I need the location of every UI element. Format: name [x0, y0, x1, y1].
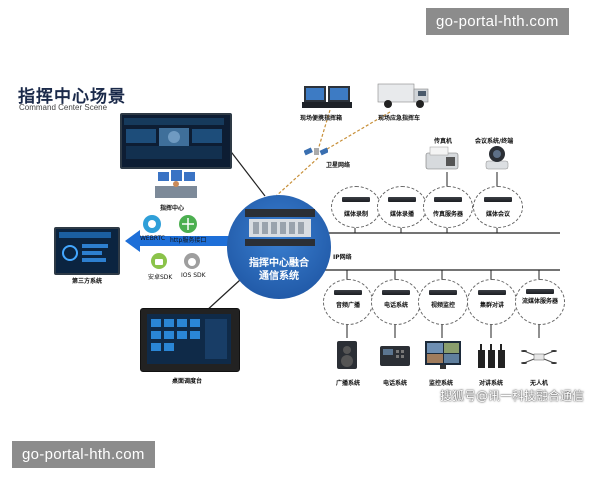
node-video-surveillance: 视频监控	[418, 279, 468, 325]
core-line-2: 通信系统	[259, 271, 299, 282]
http-icon	[179, 215, 197, 233]
desk-phone-icon	[380, 346, 410, 366]
ip-network-label: IP网络	[333, 254, 352, 261]
phone-system-label: 电话系统	[383, 380, 408, 387]
desktop-console-label: 桌面调度台	[172, 378, 203, 385]
walkie-talkie-icon	[478, 344, 505, 368]
node-audio-broadcast: 音频广播	[323, 279, 373, 325]
ios-icon	[184, 253, 200, 269]
node-trunked-radio: 集群对讲	[467, 279, 517, 325]
android-icon	[151, 253, 167, 269]
fax-machine-icon	[425, 146, 459, 170]
node-phone-system: 电话系统	[371, 279, 421, 325]
third-party-monitor	[54, 227, 120, 275]
core-server-icon	[245, 209, 315, 246]
node-label: 视频监控	[430, 302, 455, 309]
command-display-wall	[120, 113, 232, 169]
scene-title: 指挥中心场景	[18, 87, 126, 107]
arrow-to-third-party	[125, 230, 240, 252]
core-line-1: 指挥中心融合	[249, 258, 309, 269]
node-fax-server: 传真服务器	[423, 186, 473, 228]
conference-terminal-label: 会议系统/终端	[475, 138, 514, 145]
node-label: 音频广播	[335, 302, 360, 309]
surveillance-system-label: 监控系统	[429, 380, 454, 387]
link-console	[204, 279, 241, 313]
node-media-recording: 媒体录制	[331, 186, 381, 228]
node-label: 流媒体服务器	[521, 298, 558, 305]
footer-caption: 搜狐号@讯一科技融合通信	[440, 389, 585, 403]
core-system-circle: 指挥中心融合 通信系统	[227, 195, 331, 299]
portable-box-label: 现场便携指挥箱	[300, 115, 343, 122]
conference-camera-icon	[485, 146, 509, 170]
node-streaming-server: 流媒体服务器	[515, 279, 565, 325]
node-media-conference: 媒体会议	[473, 186, 523, 228]
desktop-console	[140, 308, 240, 372]
watermark-bottom: go-portal-hth.com	[12, 441, 155, 468]
ios-sdk-label: IOS SDK	[181, 272, 206, 279]
fax-label: 传真机	[434, 138, 453, 145]
node-label: 媒体录制	[343, 211, 368, 218]
satellite-link-vehicle	[321, 111, 391, 153]
vehicle-label: 现场应急指挥车	[378, 115, 421, 122]
satellite-icon	[304, 147, 328, 156]
speaker-icon	[337, 341, 357, 369]
webrtc-icon	[143, 215, 161, 233]
webrtc-label: WEBRTC	[140, 235, 166, 242]
node-label: 媒体会议	[485, 211, 510, 218]
surveillance-monitor-icon	[425, 341, 461, 369]
radio-system-label: 对讲系统	[479, 380, 504, 387]
broadcast-system-label: 广播系统	[336, 380, 361, 387]
http-label: http服务接口	[170, 237, 207, 244]
node-label: 集群对讲	[479, 302, 504, 309]
drone-label: 无人机	[530, 380, 549, 387]
satellite-label: 卫星网络	[326, 162, 351, 169]
android-sdk-label: 安卓SDK	[148, 274, 173, 281]
watermark-top: go-portal-hth.com	[426, 8, 569, 35]
portable-command-box-icon	[302, 86, 352, 108]
node-label: 媒体录播	[389, 211, 414, 218]
third-party-label: 第三方系统	[72, 278, 103, 285]
node-label: 电话系统	[383, 302, 408, 309]
command-center-icon	[155, 170, 197, 198]
scene-subtitle: Command Center Scene	[19, 103, 108, 112]
drone-icon	[521, 350, 557, 364]
node-media-broadcast-recording: 媒体录播	[377, 186, 427, 228]
command-center-label: 指挥中心	[160, 205, 185, 212]
command-vehicle-icon	[377, 83, 429, 108]
satellite-link-portable	[317, 109, 331, 151]
satellite-link-core	[274, 157, 319, 198]
node-label: 传真服务器	[432, 211, 463, 218]
